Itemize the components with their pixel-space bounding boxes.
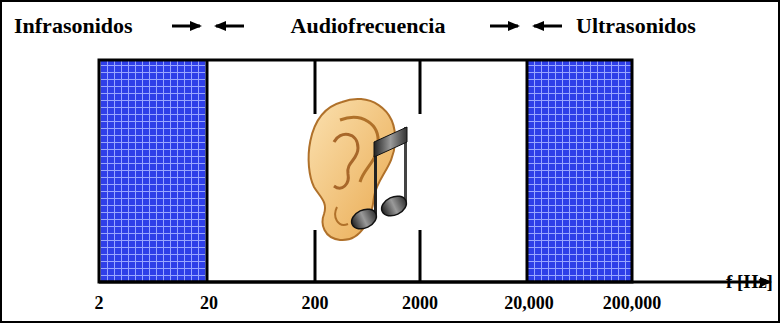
band-divider	[526, 60, 529, 282]
axis-value: 2000	[402, 294, 438, 312]
range-heading: Infrasonidos	[14, 15, 133, 37]
axis-value: 200,000	[603, 294, 662, 312]
axis-value: 20,000	[504, 294, 554, 312]
axis-value: 2	[95, 294, 104, 312]
ear-icon	[309, 99, 396, 240]
range-heading: Ultrasonidos	[576, 15, 696, 37]
range-heading: Audiofrecuencia	[291, 15, 446, 37]
ultrasound-band	[527, 60, 632, 282]
axis-value: 200	[302, 294, 329, 312]
music-note-icon	[348, 127, 409, 233]
spectrum-frame	[99, 60, 632, 282]
frequency-axis	[99, 281, 770, 284]
axis-unit: f [Hz]	[726, 272, 773, 291]
band-divider	[206, 60, 209, 282]
infrasound-band	[99, 60, 207, 282]
axis-value: 20	[200, 294, 218, 312]
